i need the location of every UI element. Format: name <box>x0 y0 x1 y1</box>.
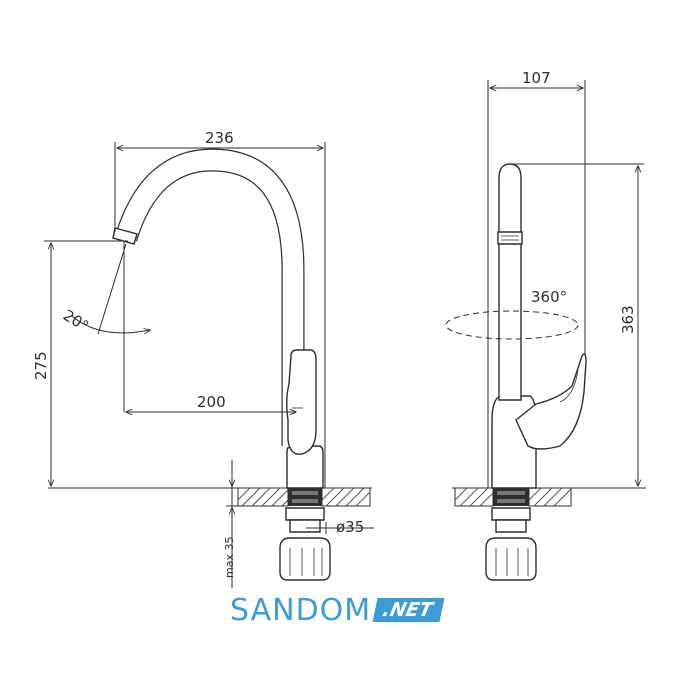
brand-name: SANDOM <box>230 592 372 628</box>
counter-hatch-right <box>321 487 371 507</box>
shank-washer <box>285 507 325 521</box>
angle-label: 20° <box>60 306 92 335</box>
aerator <box>112 227 138 245</box>
side-shank-washer <box>491 507 531 521</box>
side-counter-hatch-right <box>528 487 572 507</box>
rotation-ellipse <box>445 310 579 340</box>
side-fixing-nut <box>485 537 537 581</box>
side-mounting-nut <box>493 488 529 506</box>
side-counter-hatch-left <box>454 487 494 507</box>
fixing-nut <box>279 537 331 581</box>
brand-suffix-badge: .NET <box>372 598 445 622</box>
total-height-label: 363 <box>619 305 637 334</box>
reach-label: 200 <box>197 393 226 411</box>
counter-hatch-left <box>237 487 289 507</box>
rotation-label: 360° <box>531 288 567 306</box>
angle-arc <box>71 315 150 333</box>
max-thickness-label: max 35 <box>223 537 236 578</box>
side-aerator <box>497 231 523 245</box>
brand-logo: SANDOM .NET <box>230 592 445 628</box>
depth-label: 107 <box>522 69 551 87</box>
lever-handle <box>286 349 317 455</box>
front-view: ø35 max 35 236 275 20° 200 <box>32 129 374 588</box>
side-shank <box>495 519 527 533</box>
width-label: 236 <box>205 129 234 147</box>
side-view: 360° 107 363 <box>445 69 646 581</box>
mounting-nut <box>288 488 322 506</box>
faucet-base <box>286 445 324 489</box>
side-lever-handle <box>515 353 587 450</box>
side-spout-column <box>498 163 522 401</box>
shank <box>289 519 321 533</box>
spout-axis-angled <box>97 243 127 335</box>
diameter-label: ø35 <box>336 518 364 536</box>
height-label: 275 <box>32 351 50 380</box>
